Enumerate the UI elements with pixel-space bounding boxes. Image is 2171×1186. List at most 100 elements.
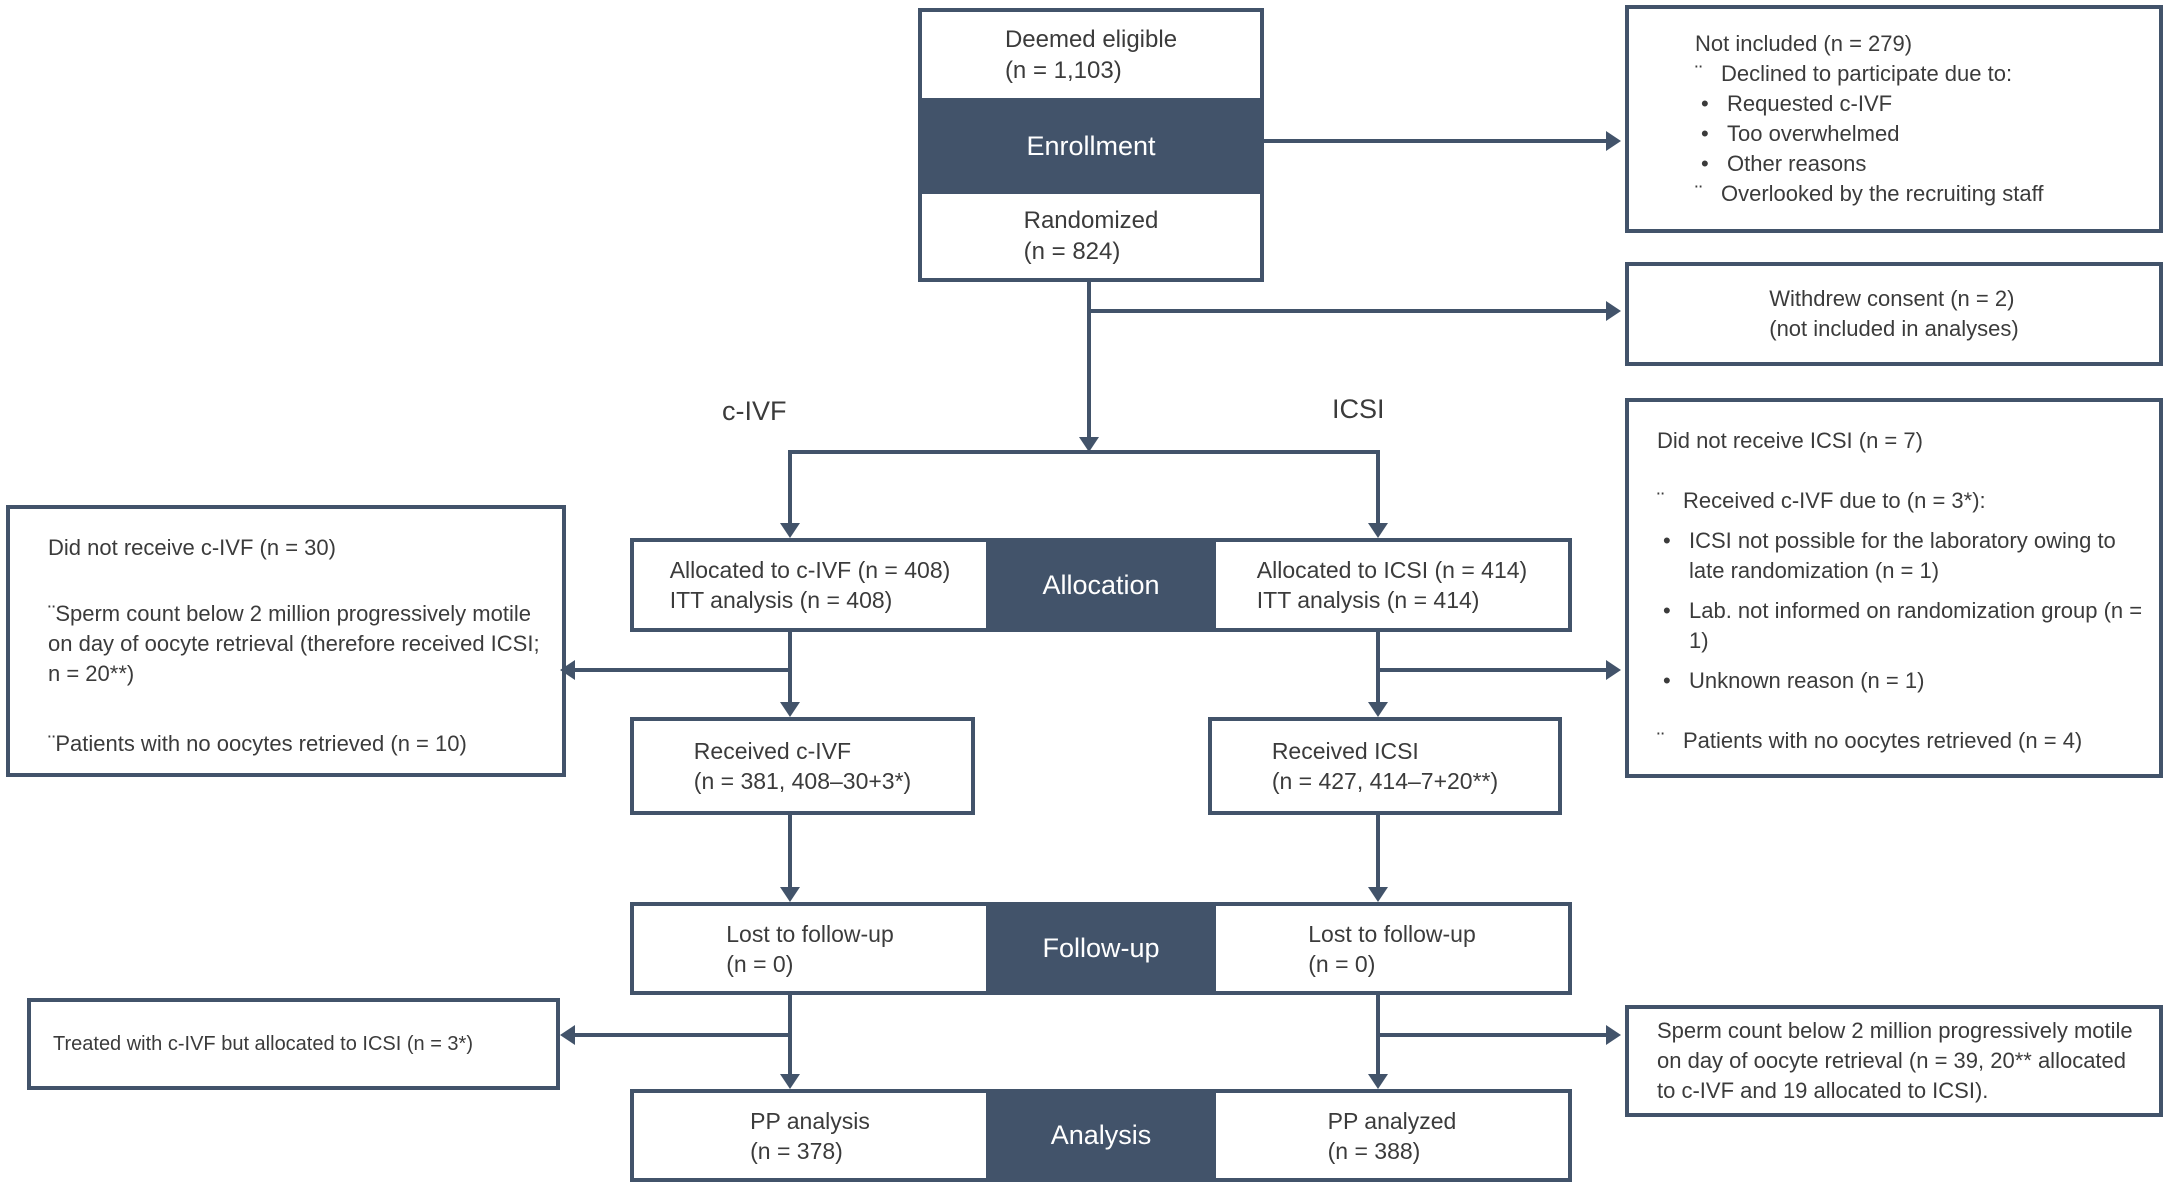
not-received-icsi-box: Did not receive ICSI (n = 7) ¨ Received c… — [1625, 398, 2163, 778]
arm-label-civf: c-IVF — [722, 396, 787, 426]
arrowhead-to-notincluded — [1606, 131, 1621, 151]
not-received-icsi-bullet-3: Unknown reason (n = 1) — [1689, 668, 1925, 693]
received-icsi-line2: (n = 427, 414–7+20**) — [1271, 768, 1499, 794]
not-included-bullet-3: Other reasons — [1727, 151, 1867, 176]
branch-right-down — [1376, 450, 1380, 524]
arrowhead-alloc-right-down — [1368, 702, 1388, 717]
not-received-icsi-title: Did not receive ICSI (n = 7) — [1657, 428, 1923, 453]
received-civf-line1: Received c-IVF — [693, 738, 852, 764]
pp-analysis-line2: (n = 378) — [750, 1137, 843, 1164]
treated-civf-text: Treated with c-IVF but allocated to ICSI… — [53, 1033, 473, 1055]
not-included-title: Not included (n = 279) — [1695, 31, 1913, 56]
branch-left-down — [788, 450, 792, 524]
connector-follow-left-down — [788, 995, 792, 1074]
allocation-band-label: Allocation — [1042, 569, 1160, 600]
deemed-eligible-label: Deemed eligible — [1004, 26, 1178, 53]
deemed-eligible-box: Deemed eligible (n = 1,103) — [922, 12, 1260, 98]
not-included-bullet-2: Too overwhelmed — [1727, 121, 1900, 146]
branch-line — [788, 450, 1380, 454]
not-received-civf-item2: ¨Patients with no oocytes retrieved (n =… — [48, 731, 467, 756]
connector-follow-left-out — [574, 1033, 790, 1037]
allocation-band: Allocation — [990, 538, 1212, 632]
not-received-civf-title: Did not receive c-IVF (n = 30) — [48, 535, 336, 560]
connector-alloc-left-out — [574, 668, 790, 672]
dots-marker: ¨ — [1695, 61, 1703, 86]
not-received-icsi-bullet-1: ICSI not possible for the laboratory owi… — [1689, 528, 2116, 583]
received-icsi-box: Received ICSI (n = 427, 414–7+20**) — [1208, 717, 1562, 815]
lost-followup-icsi-line2: (n = 0) — [1308, 950, 1376, 977]
received-icsi-line1: Received ICSI — [1271, 738, 1419, 764]
connector-follow-right-out — [1380, 1033, 1607, 1037]
pp-analysis-line1: PP analysis — [750, 1107, 870, 1134]
arrowhead-alloc-left-down — [780, 702, 800, 717]
allocated-civf-line2: ITT analysis (n = 408) — [669, 587, 893, 613]
arrowhead-received-left-down — [780, 887, 800, 902]
allocated-civf-line1: Allocated to c-IVF (n = 408) — [669, 557, 951, 583]
connector-alloc-left-down — [788, 632, 792, 702]
not-included-sub2: Overlooked by the recruiting staff — [1721, 181, 2044, 206]
arrowhead-alloc-right-out — [1606, 660, 1621, 680]
not-received-icsi-sub1: Received c-IVF due to (n = 3*): — [1683, 488, 1986, 513]
allocation-row: Allocated to c-IVF (n = 408) ITT analysi… — [630, 538, 1572, 632]
followup-band: Follow-up — [990, 902, 1212, 995]
analysis-row: PP analysis (n = 378) Analysis PP analyz… — [630, 1089, 1572, 1182]
bullet-icon: • — [1663, 528, 1671, 553]
connector-enrollment-to-notincluded — [1264, 139, 1607, 143]
allocated-civf-box: Allocated to c-IVF (n = 408) ITT analysi… — [630, 538, 990, 632]
dots-marker: ¨ — [1657, 728, 1665, 753]
deemed-eligible-count: (n = 1,103) — [1004, 57, 1122, 84]
arrowhead-branch-left — [780, 523, 800, 538]
withdrew-consent-box: Withdrew consent (n = 2) (not included i… — [1625, 262, 2163, 366]
arrowhead-alloc-left-out — [560, 660, 575, 680]
not-included-bullet-1: Requested c-IVF — [1727, 91, 1893, 116]
connector-alloc-right-out — [1380, 668, 1607, 672]
bullet-icon: • — [1663, 598, 1671, 623]
received-civf-box: Received c-IVF (n = 381, 408–30+3*) — [630, 717, 975, 815]
pp-analyzed-line1: PP analyzed — [1327, 1107, 1457, 1134]
bullet-icon: • — [1701, 151, 1709, 176]
dots-marker: ¨ — [1695, 181, 1703, 206]
allocated-icsi-line1: Allocated to ICSI (n = 414) — [1256, 557, 1528, 583]
arrowhead-follow-right-down — [1368, 1074, 1388, 1089]
arrowhead-branch-right — [1368, 523, 1388, 538]
sperm-count-note-text: Sperm count below 2 million progressivel… — [1657, 1018, 2133, 1103]
bullet-icon: • — [1701, 91, 1709, 116]
randomized-count: (n = 824) — [1023, 238, 1121, 265]
received-civf-line2: (n = 381, 408–30+3*) — [693, 768, 912, 794]
lost-followup-icsi-box: Lost to follow-up (n = 0) — [1212, 902, 1572, 995]
lost-followup-civf-box: Lost to follow-up (n = 0) — [630, 902, 990, 995]
connector-received-right-down — [1376, 815, 1380, 887]
lost-followup-civf-line2: (n = 0) — [726, 950, 794, 977]
enrollment-stack: Deemed eligible (n = 1,103) Enrollment R… — [918, 8, 1264, 282]
arrowhead-received-right-down — [1368, 887, 1388, 902]
pp-analyzed-box: PP analyzed (n = 388) — [1212, 1089, 1572, 1182]
followup-band-label: Follow-up — [1042, 933, 1160, 963]
analysis-band: Analysis — [990, 1089, 1212, 1182]
pp-analysis-box: PP analysis (n = 378) — [630, 1089, 990, 1182]
bullet-icon: • — [1701, 121, 1709, 146]
lost-followup-civf-line1: Lost to follow-up — [726, 920, 894, 947]
arrowhead-follow-right-out — [1606, 1025, 1621, 1045]
not-included-box: Not included (n = 279) ¨ Declined to part… — [1625, 5, 2163, 233]
not-received-civf-item1: ¨Sperm count below 2 million progressive… — [48, 601, 540, 686]
arrowhead-to-withdrew — [1606, 301, 1621, 321]
bullet-icon: • — [1663, 668, 1671, 693]
lost-followup-icsi-line1: Lost to follow-up — [1308, 920, 1476, 947]
not-received-civf-box: Did not receive c-IVF (n = 30) ¨Sperm co… — [6, 505, 566, 777]
sperm-count-note-box: Sperm count below 2 million progressivel… — [1625, 1005, 2163, 1117]
arm-label-icsi: ICSI — [1332, 394, 1385, 424]
connector-to-withdrew — [1089, 309, 1607, 313]
not-included-sub1: Declined to participate due to: — [1721, 61, 2013, 86]
arrowhead-follow-left-out — [560, 1025, 575, 1045]
not-received-icsi-sub2: Patients with no oocytes retrieved (n = … — [1683, 728, 2083, 753]
withdrew-line1: Withdrew consent (n = 2) — [1769, 286, 2015, 311]
followup-row: Lost to follow-up (n = 0) Follow-up Lost… — [630, 902, 1572, 995]
allocated-icsi-line2: ITT analysis (n = 414) — [1256, 587, 1480, 613]
randomized-label: Randomized — [1023, 207, 1159, 234]
connector-received-left-down — [788, 815, 792, 887]
not-received-icsi-bullet-2: Lab. not informed on randomization group… — [1689, 598, 2143, 653]
enrollment-band: Enrollment — [922, 98, 1260, 194]
enrollment-band-label: Enrollment — [1026, 130, 1156, 161]
treated-civf-box: Treated with c-IVF but allocated to ICSI… — [27, 998, 560, 1090]
